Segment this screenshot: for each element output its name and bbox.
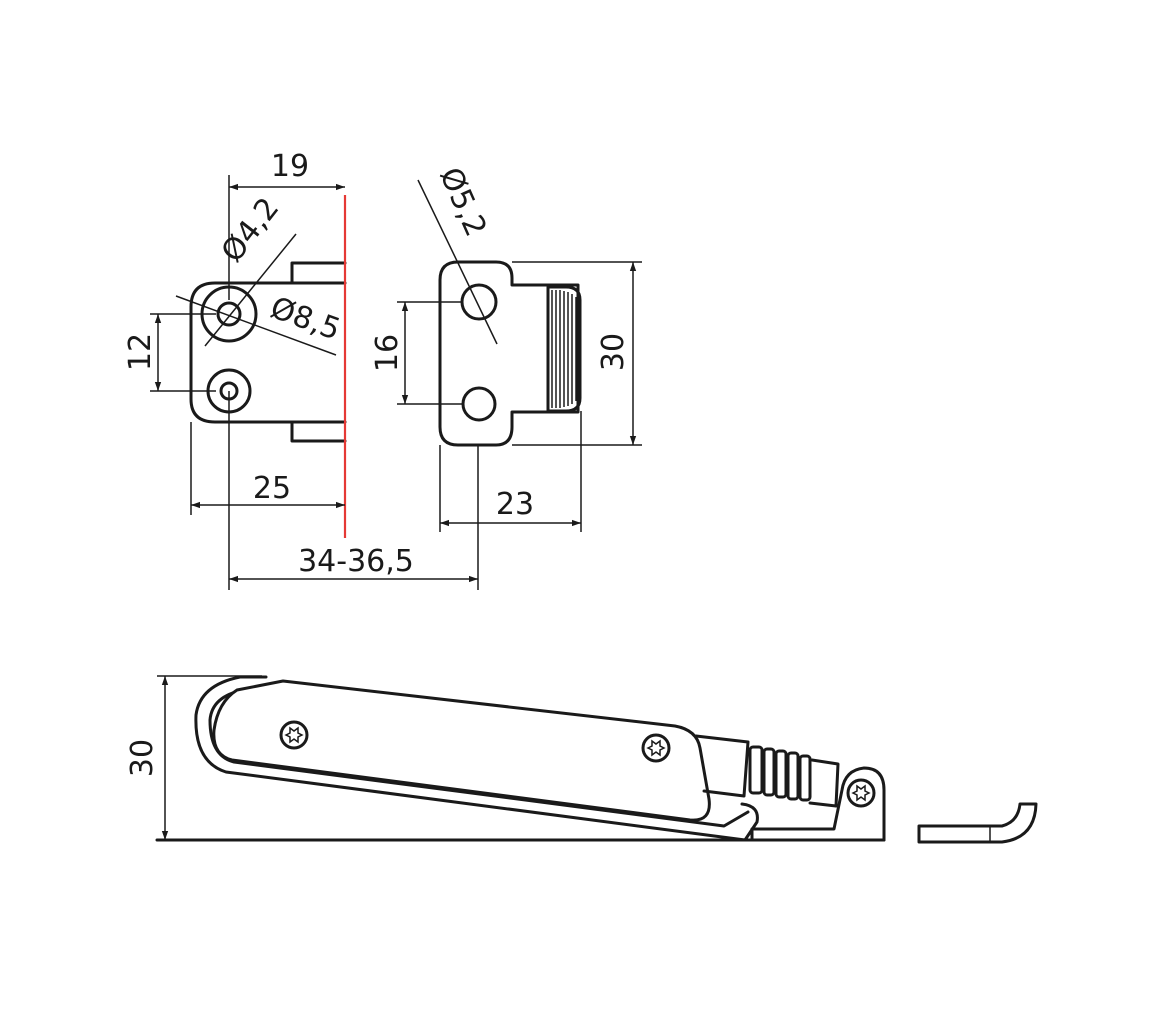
side-screw-1 <box>279 720 309 750</box>
left-plate-hole-small <box>216 301 242 327</box>
side-spring-housing <box>694 734 750 798</box>
right-plate-hole-bottom <box>461 386 497 422</box>
label-side-height: 30 <box>125 739 160 777</box>
dim-side-height: 30 <box>125 675 262 840</box>
side-screw-2 <box>641 733 671 763</box>
dim-left-total: 25 <box>190 422 345 515</box>
right-plate-roller-ridges <box>551 290 577 408</box>
left-plate-tab-top <box>290 261 347 285</box>
side-screw-3 <box>846 778 876 808</box>
label-left-spacing: 12 <box>123 333 158 371</box>
side-cover-plate <box>212 679 711 822</box>
dim-right-width: 23 <box>439 411 582 532</box>
side-spring-cap <box>808 758 840 808</box>
side-spring <box>748 745 812 802</box>
label-left-total: 25 <box>253 471 291 506</box>
label-hole-small: Ø4,2 <box>215 191 286 269</box>
right-plate-outline <box>438 260 580 447</box>
label-right-spacing: 16 <box>370 334 405 372</box>
side-view <box>155 675 1038 844</box>
dim-left-spacing: 12 <box>123 313 216 392</box>
left-plate-tab-bottom <box>290 420 347 443</box>
side-hook-outer <box>194 675 759 842</box>
label-right-width: 23 <box>496 487 534 522</box>
dim-right-spacing: 16 <box>370 301 462 405</box>
label-right-height: 30 <box>596 333 631 371</box>
right-plate-roller <box>546 285 582 413</box>
dim-span: 34-36,5 <box>228 391 479 590</box>
dim-right-height: 30 <box>512 261 642 446</box>
right-plate-view <box>438 260 582 447</box>
left-plate-view <box>189 261 347 443</box>
label-span: 34-36,5 <box>298 544 414 579</box>
dim-top-width: 19 <box>228 149 345 300</box>
label-top-width: 19 <box>271 149 309 184</box>
side-catch-plate <box>917 802 1038 844</box>
left-plate-outline <box>189 281 347 424</box>
